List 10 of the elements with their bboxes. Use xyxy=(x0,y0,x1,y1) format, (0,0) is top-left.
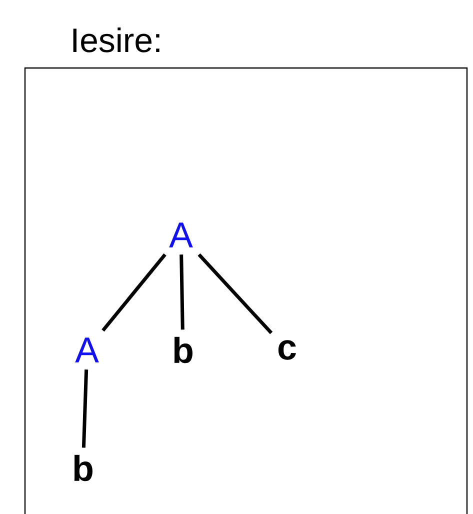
tree-edge xyxy=(180,254,184,330)
heading: Iesire: xyxy=(73,27,160,52)
tree-edge xyxy=(102,253,166,332)
tree-edge xyxy=(82,369,88,448)
tree-node-label: c xyxy=(278,340,296,360)
tree-node-label: b xyxy=(174,336,192,364)
tree-edge xyxy=(198,253,273,334)
tree-node-label: b xyxy=(74,454,92,482)
tree-node-label: A xyxy=(75,338,99,362)
tree-node-label: A xyxy=(169,222,193,248)
